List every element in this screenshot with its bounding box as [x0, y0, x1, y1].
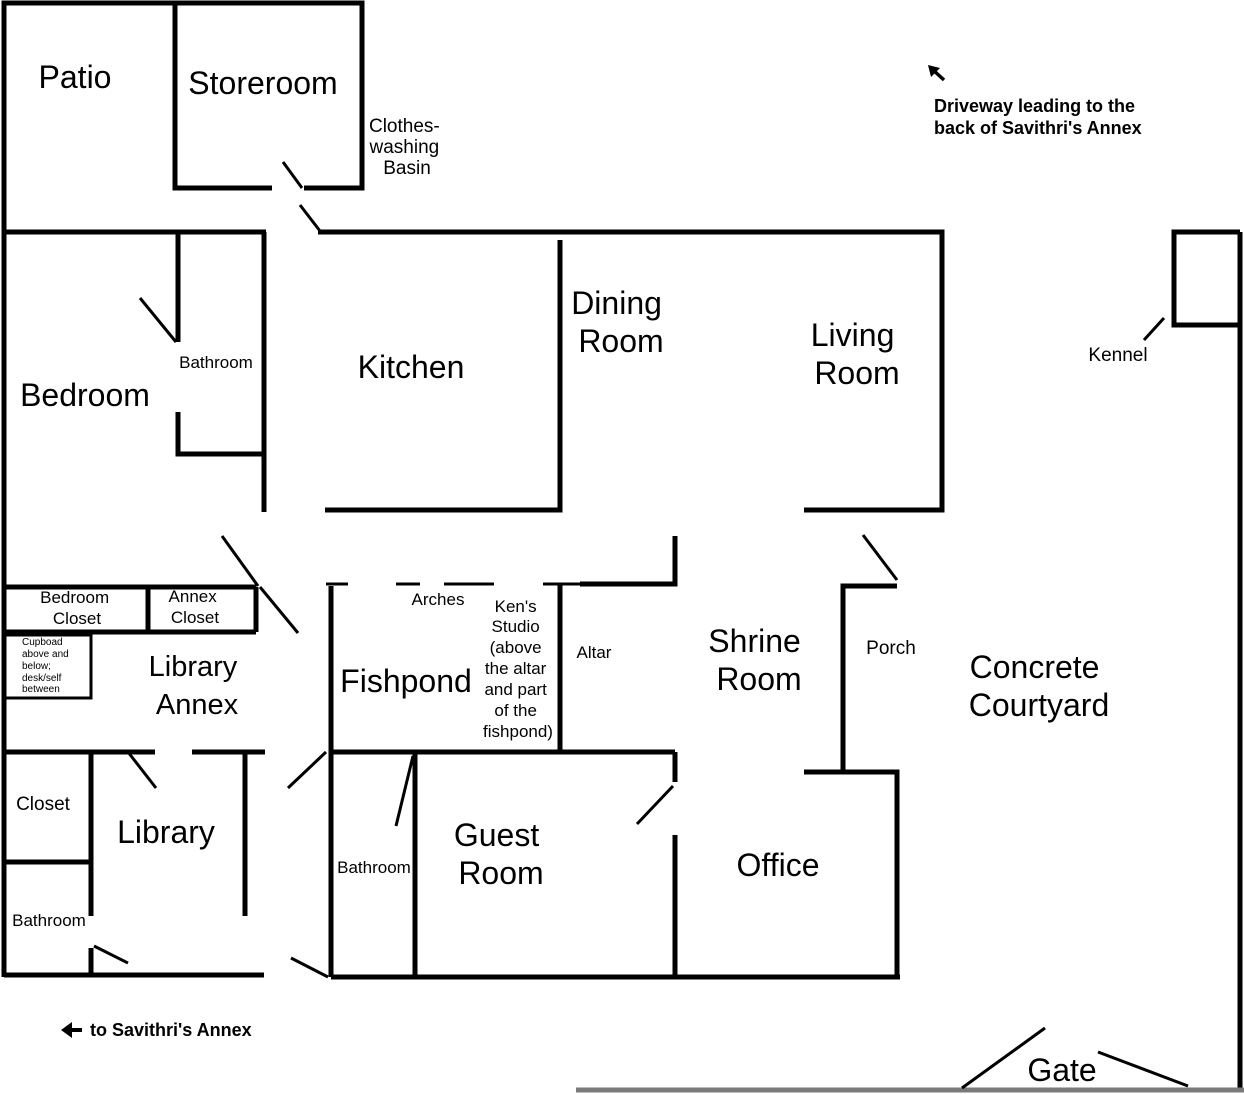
- driveway-label: Driveway leading to the back of Savithri…: [934, 96, 1142, 138]
- bedroom-bathroom-label: Bathroom: [179, 353, 253, 372]
- bedroom-closet-label: Bedroom Closet: [40, 588, 114, 628]
- concrete-courtyard-label: Concrete Courtyard: [969, 649, 1110, 723]
- porch-label: Porch: [866, 638, 916, 659]
- cupboard-note: Cupboad above and below; desk/self betwe…: [22, 637, 72, 695]
- office-label: Office: [737, 847, 820, 883]
- dining-room-label: Dining Room: [571, 285, 671, 359]
- living-room-label: Living Room: [811, 317, 904, 391]
- library-label: Library: [117, 814, 215, 850]
- clothes-basin-label: Clothes- washing Basin: [369, 116, 446, 179]
- kennel-label: Kennel: [1088, 345, 1147, 366]
- kitchen-label: Kitchen: [358, 349, 465, 385]
- guest-room-label: Guest Room: [454, 817, 548, 891]
- to-annex-label: to Savithri's Annex: [90, 1020, 252, 1040]
- closet-label: Closet: [16, 794, 71, 815]
- annex-closet-label: Annex Closet: [169, 587, 222, 627]
- library-bathroom-label: Bathroom: [12, 911, 86, 930]
- arrow-up-left-icon: [928, 65, 946, 82]
- arrow-left-icon: [61, 1022, 82, 1038]
- bedroom-label: Bedroom: [20, 377, 150, 413]
- patio-label: Patio: [39, 59, 112, 95]
- altar-label: Altar: [577, 643, 612, 662]
- fishpond-label: Fishpond: [340, 663, 472, 699]
- gate-label: Gate: [1027, 1052, 1096, 1088]
- storeroom-label: Storeroom: [188, 65, 337, 101]
- guest-bathroom-label: Bathroom: [337, 858, 411, 877]
- kens-studio-label: Ken's Studio (above the altar and part o…: [483, 597, 553, 741]
- library-annex-label: Library Annex: [149, 651, 246, 721]
- shrine-room-label: Shrine Room: [708, 623, 809, 697]
- arches-label: Arches: [412, 590, 465, 609]
